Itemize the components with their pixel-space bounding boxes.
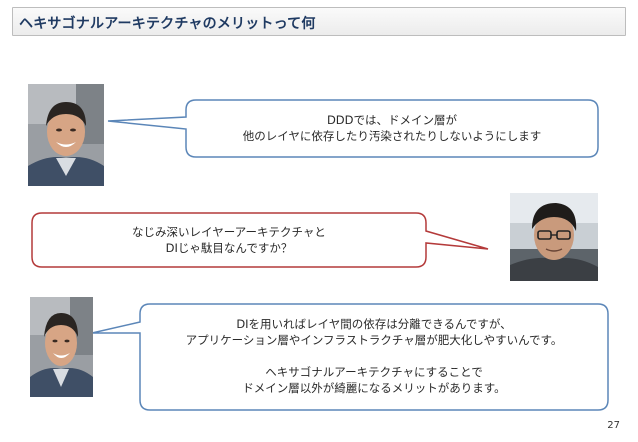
bubble-2-text: なじみ深いレイヤーアーキテクチャと DIじゃ駄目なんですか？ <box>32 224 426 256</box>
speech-bubble-1 <box>107 99 599 158</box>
bubble-2-line-1: なじみ深いレイヤーアーキテクチャと <box>132 225 326 239</box>
listener-photo-icon <box>510 193 598 281</box>
speech-bubble-3 <box>91 303 609 411</box>
presenter-photo-icon-2 <box>30 297 93 397</box>
bubble-3-line-4: ヘキサゴナルアーキテクチャにすることで <box>265 365 483 379</box>
bubble-1-line-1: DDDでは、ドメイン層が <box>326 113 458 127</box>
bubble-1-text: DDDでは、ドメイン層が 他のレイヤに依存したり汚染されたりしないようにします <box>186 112 598 144</box>
bubble-2-line-2: DIじゃ駄目なんですか？ <box>165 241 293 255</box>
bubble-1-line-2: 他のレイヤに依存したり汚染されたりしないようにします <box>242 129 542 143</box>
bubble-3-line-2: アプリケーション層やインフラストラクチャ層が肥大化しやすいんです。 <box>185 333 563 347</box>
slide-title: ヘキサゴナルアーキテクチャのメリットって何 <box>19 16 316 32</box>
presenter-photo-icon <box>28 84 104 186</box>
bubble-3-line-5: ドメイン層以外が綺麗になるメリットがあります。 <box>242 381 506 395</box>
bubble-3-line-3 <box>140 348 608 364</box>
bubble-3-text: DIを用いればレイヤ間の依存は分離できるんですが、 アプリケーション層やインフラ… <box>140 316 608 396</box>
title-bar: ヘキサゴナルアーキテクチャのメリットって何 <box>12 7 626 36</box>
listener-avatar <box>510 193 598 281</box>
speech-bubble-2 <box>31 212 489 268</box>
presenter-avatar-2 <box>30 297 93 397</box>
bubble-3-line-1: DIを用いればレイヤ間の依存は分離できるんですが、 <box>236 317 512 331</box>
page-number: 27 <box>607 420 620 431</box>
presenter-avatar-1 <box>28 84 104 186</box>
